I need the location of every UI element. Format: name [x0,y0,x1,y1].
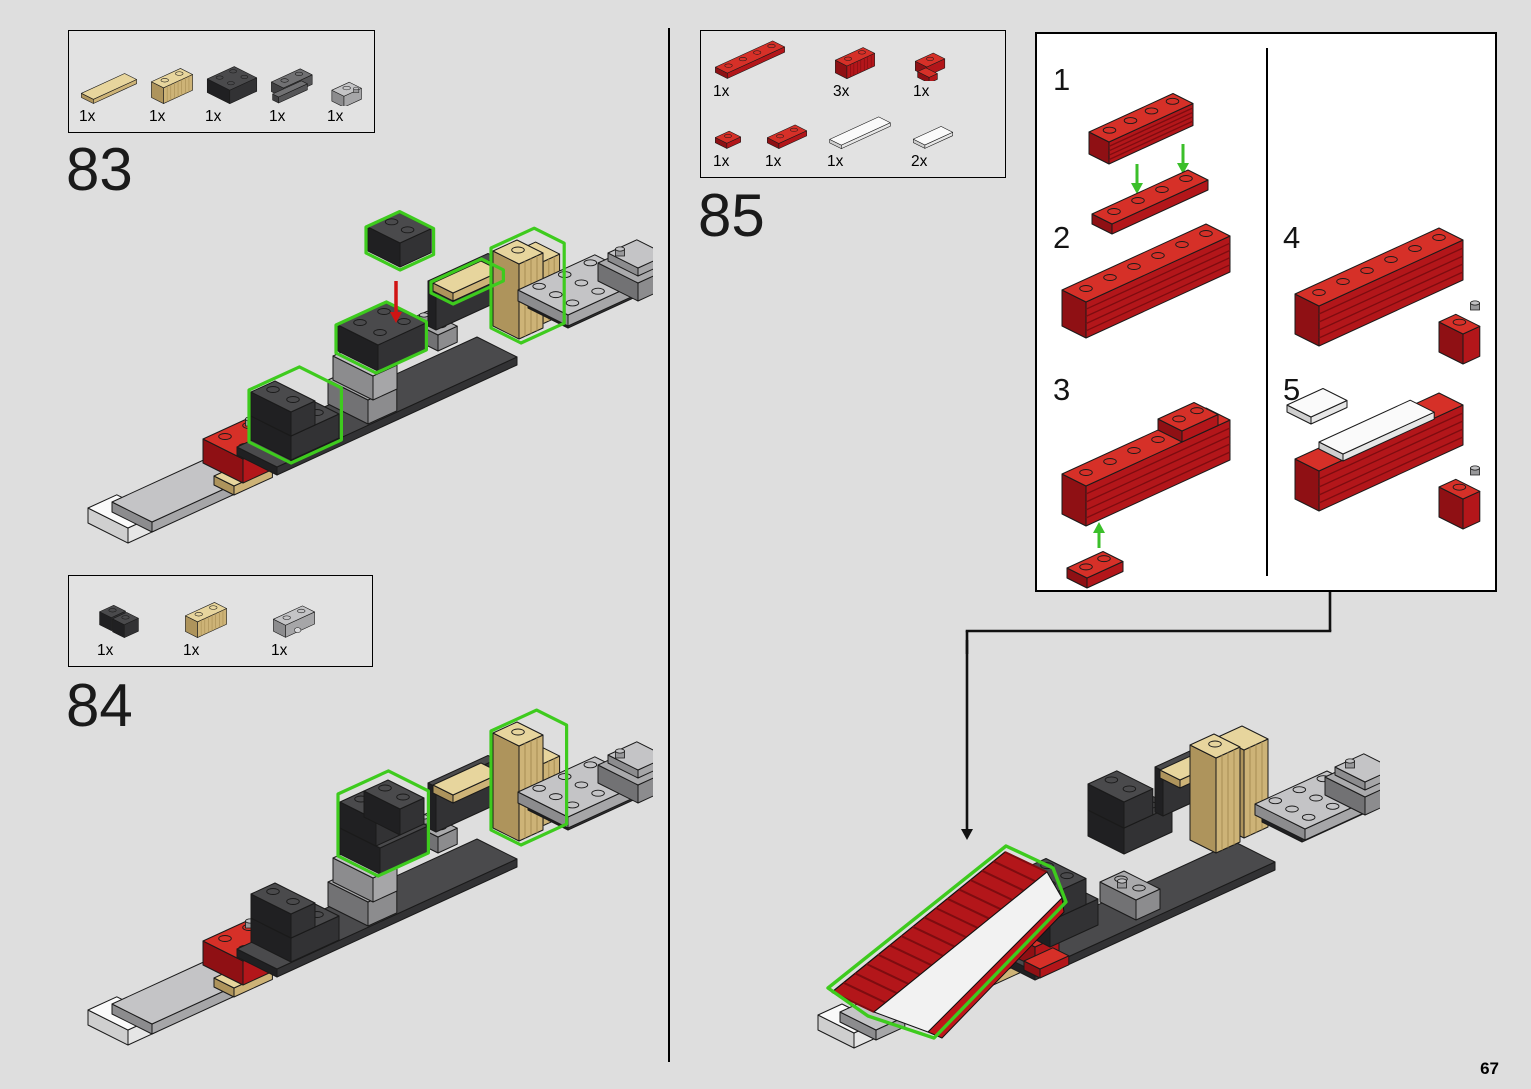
red-plate-1x1-icon [715,130,741,149]
part-count: 2x [911,152,928,170]
step-85-assembly-illustration [817,640,1380,1049]
red-grille-slope-icon [835,47,875,79]
part-gray-side-stud-brick: 1x [271,602,317,659]
part-count: 3x [833,83,850,100]
part-count: 1x [149,107,166,125]
part-count: 1x [97,641,114,659]
part-count: 1x [713,83,730,100]
parts-box-step-84: 1x 1x 1x [68,575,373,667]
column-divider [668,28,670,1062]
parts-box-step-83: 1x 1x 1x 1x 1x [68,30,375,133]
step-83-number: 83 [66,136,133,203]
part-gray-clip-brick: 1x [327,72,367,125]
part-count: 1x [269,107,286,125]
part-tan-grille-brick: 1x [183,600,229,659]
part-count: 1x [913,83,930,100]
part-count: 1x [827,152,844,170]
step-84-number: 84 [66,672,133,739]
substep-3-number: 3 [1053,372,1071,407]
red-plate-1x4-icon [715,40,785,79]
tan-grille-brick-icon [185,601,227,638]
part-tan-tile-1x4: 1x [79,71,139,125]
step-85-number: 85 [698,182,765,249]
part-red-plate-1x4: 1x [713,39,787,100]
part-black-brick-2x2: 1x [205,62,259,125]
substep-4-number: 4 [1283,220,1301,255]
parts-box-row-2: 1x 1x 1x 2x [713,116,993,170]
part-count: 1x [765,152,782,170]
part-count: 1x [271,641,288,659]
part-red-plate-1x2: 1x [765,122,809,170]
substep-2-number: 2 [1053,220,1071,255]
part-dark-gray-bracket: 1x [269,64,317,125]
substeps-panel-divider [1266,48,1268,576]
part-tan-grille-brick: 1x [149,66,195,125]
part-count: 1x [713,152,730,170]
substeps-illustrations [1061,93,1481,589]
part-red-grille-slope: 3x [833,44,877,100]
red-plate-1x2-icon [767,124,807,149]
substep-5-number: 5 [1283,372,1301,407]
black-brick-1x1-pair-icon [99,604,139,638]
part-count: 1x [79,107,96,125]
part-red-plate-1x1: 1x [713,124,743,170]
red-bracket-icon [915,52,946,81]
substep-1-number: 1 [1053,62,1071,97]
white-tile-1x2-icon [913,125,953,149]
part-count: 1x [327,107,344,125]
parts-box-step-85: 1x 3x 1x 1x 1x 1x 2x [700,30,1006,178]
tan-grille-brick-icon [151,67,193,104]
black-brick-2x2-icon [206,65,258,104]
step-84-assembly-illustration [87,708,653,1046]
part-white-tile-1x2: 2x [911,125,955,170]
part-white-tile-1x4: 1x [827,116,893,170]
part-red-bracket: 1x [913,45,951,100]
parts-box-row-1: 1x 3x 1x [713,39,993,100]
gray-clip-brick-icon [331,81,362,106]
tan-tile-1x4-icon [81,72,137,104]
step-83-assembly-illustration [87,210,653,544]
page-number: 67 [1480,1059,1499,1078]
part-count: 1x [183,641,200,659]
white-tile-1x4-icon [829,116,891,149]
gray-side-stud-brick-icon [273,605,315,638]
substeps-panel: 1 2 3 4 5 [1035,32,1497,592]
dark-gray-bracket-icon [271,68,313,103]
part-count: 1x [205,107,222,125]
part-black-brick-pair: 1x [97,600,141,659]
